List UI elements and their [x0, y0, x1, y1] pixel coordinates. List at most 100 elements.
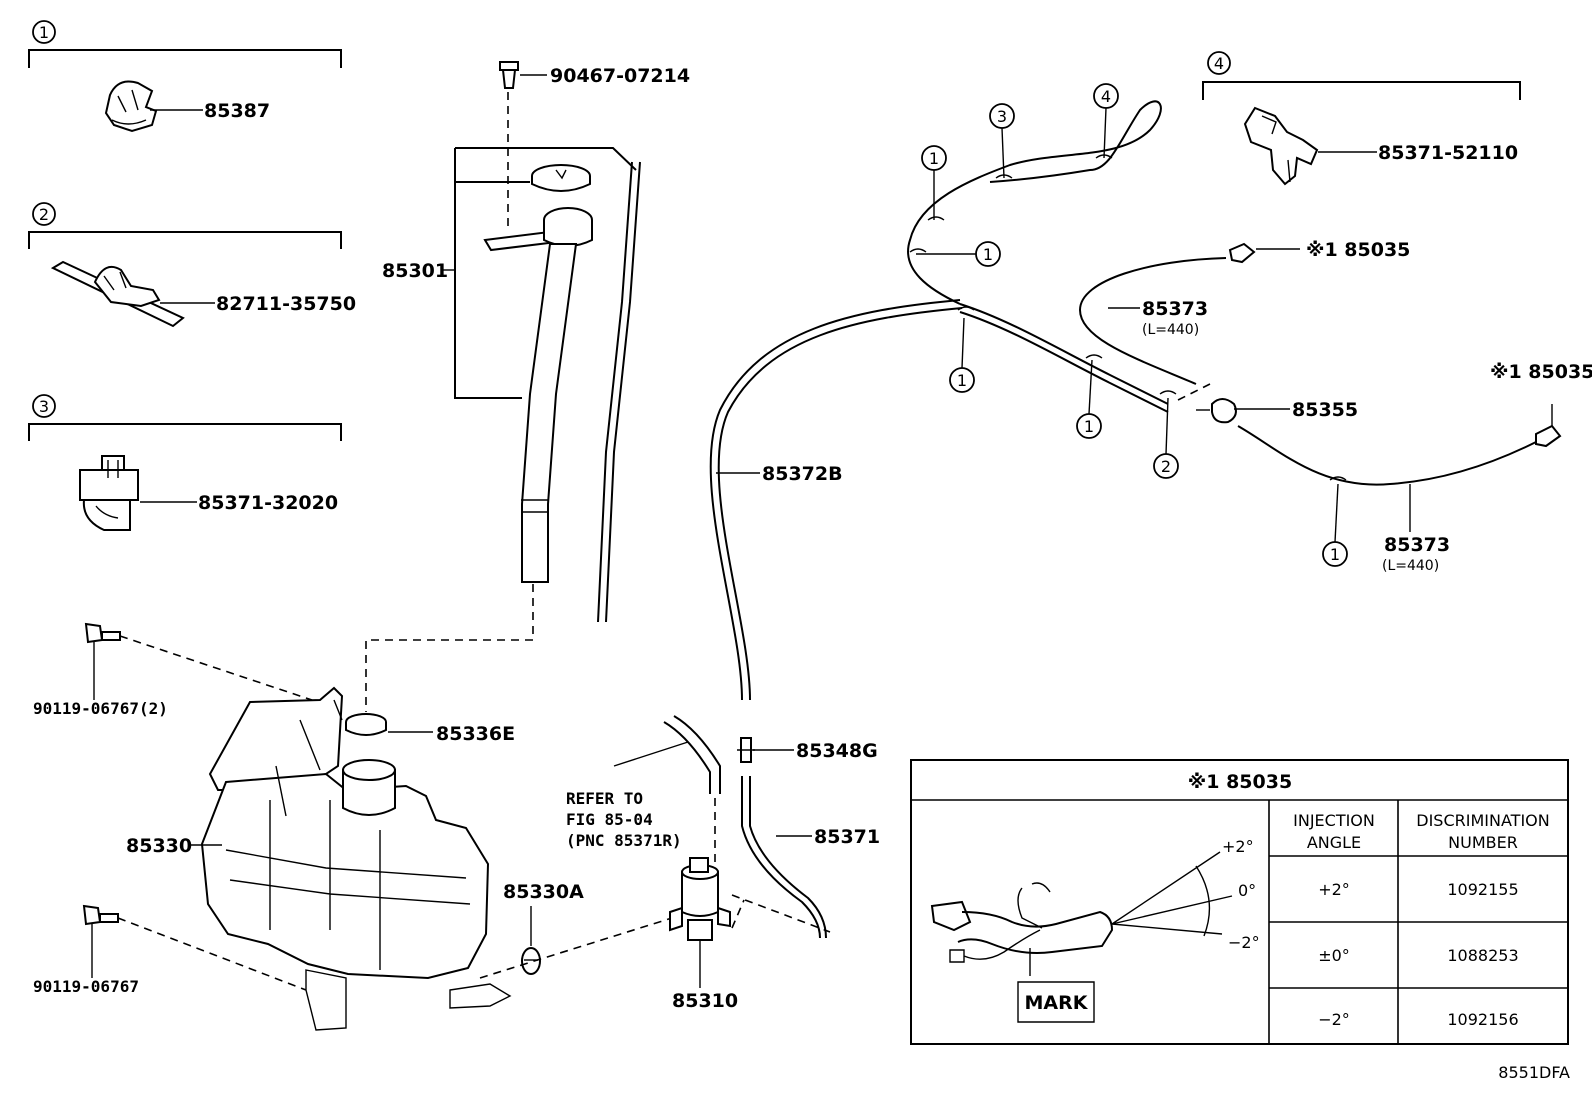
hose-85371-edge [749, 776, 827, 939]
group-bracket [28, 231, 342, 249]
part-label: 82711-35750 [216, 293, 356, 315]
group-number-circle [32, 202, 56, 226]
table-title: ※1 85035 [1188, 771, 1292, 793]
callout-90467: 90467-07214 [550, 65, 690, 87]
clip-82711-icon [50, 260, 185, 328]
row-number: 1088253 [1447, 946, 1518, 965]
callout-85372b: 85372B [762, 463, 843, 485]
bolt-90119-a-icon [84, 622, 121, 644]
header-injection-2: ANGLE [1307, 833, 1361, 852]
svg-text:1: 1 [983, 245, 993, 264]
dash-line [119, 635, 313, 701]
leader-line [613, 741, 689, 767]
pump-assembly: REFER TO FIG 85-04 (PNC 85371R) 85310 [566, 715, 831, 1012]
clip-marker: 2 [1153, 397, 1179, 479]
rod-icon [597, 161, 633, 623]
assembly-bracket [454, 147, 637, 399]
header-discrimination-2: NUMBER [1448, 833, 1518, 852]
washer-tank-icon [200, 686, 512, 1031]
hose-branch-edge [959, 311, 1169, 413]
tank-assembly: 90119-06767(2) 90119-06767 85336E 85 [33, 622, 673, 1031]
callout-85373-lower: 85373 [1384, 534, 1450, 556]
group-number: 2 [39, 205, 49, 224]
dash-line [365, 584, 534, 712]
callout-85348g: 85348G [796, 740, 878, 762]
clip-marker: 3 [989, 103, 1015, 179]
row-angle: +2° [1318, 880, 1350, 899]
svg-text:1: 1 [1084, 417, 1094, 436]
callout-90119-a: 90119-06767(2) [33, 699, 168, 718]
group-number: 1 [39, 23, 49, 42]
filler-cap-icon [531, 164, 591, 192]
clip-marker: 1 [1076, 359, 1102, 439]
group-number: 4 [1214, 54, 1224, 73]
angle-label: −2° [1228, 933, 1260, 952]
callout-85310: 85310 [672, 990, 738, 1012]
callout-85373-upper: 85373 [1142, 298, 1208, 320]
callout-85371: 85371 [814, 826, 880, 848]
dash-line [479, 917, 673, 979]
nozzle-85035-lower-icon [1535, 424, 1562, 448]
svg-text:4: 4 [1101, 87, 1111, 106]
callout-85330a: 85330A [503, 881, 584, 903]
refer-hose-edge [673, 715, 721, 794]
mark-label: MARK [1025, 992, 1089, 1014]
group-bracket [1202, 81, 1521, 100]
svg-text:1: 1 [957, 371, 967, 390]
angle-label: 0° [1238, 881, 1256, 900]
rod-edge [605, 161, 641, 623]
grommet-85336e-icon [345, 713, 387, 736]
header-injection-1: INJECTION [1293, 811, 1375, 830]
dash-line [731, 894, 831, 933]
nozzle-85035-upper-icon [1228, 242, 1256, 264]
callout-85330: 85330 [126, 835, 192, 857]
clip-marker: 1 [916, 241, 1001, 267]
group-number-circle [1207, 51, 1231, 75]
refer-line-3: (PNC 85371R) [566, 831, 682, 850]
part-label: 85371-32020 [198, 492, 338, 514]
group-bracket [28, 423, 342, 441]
part-label: 85387 [204, 100, 270, 122]
clip-85371-52110-icon [1243, 106, 1319, 186]
callout-85373-lower-len: (L=440) [1382, 558, 1439, 574]
figure-code: 8551DFA [1498, 1063, 1570, 1082]
group-2: 2 82711-35750 [28, 202, 356, 328]
svg-text:3: 3 [997, 107, 1007, 126]
clip-marker: 1 [949, 317, 975, 393]
group-number-circle [32, 394, 56, 418]
washer-pump-icon [669, 857, 731, 941]
hose-85373-lower [1237, 425, 1537, 486]
hose-loop [907, 100, 1162, 305]
group-bracket [28, 49, 342, 68]
grommet-85330a-icon [521, 947, 541, 975]
callout-85355: 85355 [1292, 399, 1358, 421]
clip-marker: 1 [1322, 483, 1348, 567]
group-3: 3 85371-32020 [28, 394, 342, 531]
callout-85035-upper: ※1 85035 [1306, 239, 1410, 261]
bolt-90119-b-icon [82, 904, 119, 926]
filler-pipe-assembly: 90467-07214 85301 [365, 61, 690, 712]
clip-marker: 1 [921, 145, 947, 220]
svg-text:1: 1 [929, 149, 939, 168]
filler-neck-icon [483, 207, 593, 583]
clip-90467-icon [499, 61, 519, 89]
hose-network: 85372B 85348G 85371 85373 (L=440) ※1 850… [709, 83, 1592, 939]
hose-85372b-edge [717, 307, 963, 701]
joint-85355-icon [1196, 398, 1237, 424]
hose-85373-upper [1078, 257, 1227, 385]
row-angle: ±0° [1318, 946, 1350, 965]
hose-85372b [709, 299, 961, 701]
clip-85371-32020-icon [79, 455, 139, 531]
callout-85301: 85301 [382, 260, 448, 282]
nozzle-spec-table: ※1 85035 INJECTION ANGLE DISCRIMINATION … [910, 759, 1569, 1045]
group-4: 4 85371-52110 [1202, 51, 1521, 186]
svg-text:1: 1 [1330, 545, 1340, 564]
nozzle-angle-illustration: +2° 0° −2° MARK [930, 837, 1260, 1023]
angle-label: +2° [1222, 837, 1254, 856]
svg-text:2: 2 [1161, 457, 1171, 476]
row-number: 1092156 [1447, 1010, 1518, 1029]
dash-line [117, 917, 307, 991]
group-number: 3 [39, 397, 49, 416]
callout-85373-upper-len: (L=440) [1142, 322, 1199, 338]
hose-85371 [741, 776, 821, 939]
